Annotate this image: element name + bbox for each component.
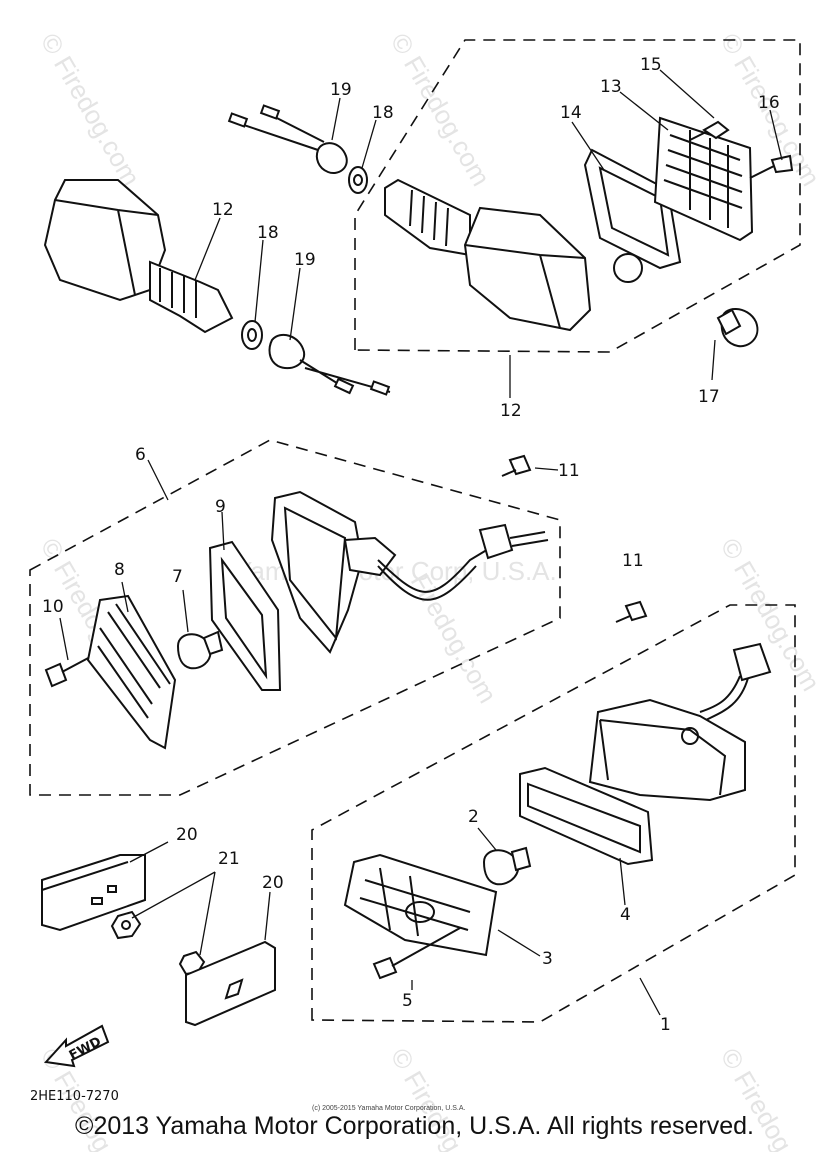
connector-right xyxy=(732,642,772,682)
callout-17: 17 xyxy=(698,387,720,407)
flasher-lens-8 xyxy=(86,594,177,750)
lens-13-texture xyxy=(663,130,743,228)
grommet-19-lower xyxy=(268,333,306,370)
bulb-7 xyxy=(176,633,212,670)
callout-19b: 19 xyxy=(294,250,316,270)
callout-21: 21 xyxy=(218,849,240,869)
callout-10: 10 xyxy=(42,597,64,617)
washer-18-upper xyxy=(348,166,368,194)
screw-16 xyxy=(770,154,794,174)
callout-19a: 19 xyxy=(330,80,352,100)
lens-gasket-4 xyxy=(519,766,654,866)
reflector-parts xyxy=(41,841,276,1027)
flasher-stem-right xyxy=(384,178,471,257)
bulb-2 xyxy=(482,849,520,886)
callout-18b: 18 xyxy=(257,223,279,243)
callout-7: 7 xyxy=(172,567,183,587)
washer-18-lower xyxy=(241,320,263,350)
callout-5: 5 xyxy=(402,991,413,1011)
harness-wire-left xyxy=(377,547,491,601)
screw-10 xyxy=(44,662,68,688)
callout-4: 4 xyxy=(620,905,631,925)
callout-15: 15 xyxy=(640,55,662,75)
flasher-housing-body-right xyxy=(588,698,746,802)
callout-16: 16 xyxy=(758,93,780,113)
nut-21-a xyxy=(110,910,142,940)
footer-copyright: ©2013 Yamaha Motor Corporation, U.S.A. A… xyxy=(75,1112,754,1140)
bulb-socket-left xyxy=(343,536,397,577)
callout-3: 3 xyxy=(542,949,553,969)
flasher-lens-3 xyxy=(343,853,498,957)
assembly-6-boundary xyxy=(29,439,561,796)
callout-20a: 20 xyxy=(176,825,198,845)
lens-gasket-9 xyxy=(208,540,282,691)
watermark-top-left: © Firedog.com xyxy=(35,28,146,191)
callout-2: 2 xyxy=(468,807,479,827)
harness-wire-right xyxy=(699,675,749,721)
reflector-20-right xyxy=(185,940,276,1027)
callout-labels: 19 18 14 13 15 16 12 18 19 12 17 6 11 9 … xyxy=(42,55,780,1035)
rear-flasher-assembly-left xyxy=(29,439,561,796)
callout-12b: 12 xyxy=(500,401,522,421)
reflector-20-left xyxy=(41,854,146,932)
callout-11b: 11 xyxy=(622,551,644,571)
front-flasher-assembly xyxy=(43,39,801,398)
callout-13: 13 xyxy=(600,77,622,97)
grommet-19-upper xyxy=(315,142,348,174)
callout-11a: 11 xyxy=(558,461,580,481)
flasher-housing-body-left xyxy=(270,490,364,654)
small-copyright: (c) 2005-2015 Yamaha Motor Corporation, … xyxy=(312,1105,465,1112)
rear-flasher-assembly-right xyxy=(311,600,796,1023)
flasher-housing-left xyxy=(43,179,167,302)
screw-15 xyxy=(702,120,730,140)
assembly-1-boundary xyxy=(311,604,796,1023)
flasher-stem-left xyxy=(149,260,234,334)
wire-lead-upper xyxy=(234,111,325,151)
callout-12a: 12 xyxy=(212,200,234,220)
callout-18a: 18 xyxy=(372,103,394,123)
callout-9: 9 xyxy=(215,497,226,517)
callout-6: 6 xyxy=(135,445,146,465)
connector-left xyxy=(478,523,514,560)
bulb-inner xyxy=(613,253,643,283)
callout-8: 8 xyxy=(114,560,125,580)
callout-20b: 20 xyxy=(262,873,284,893)
callout-1: 1 xyxy=(660,1015,671,1035)
callout-14: 14 xyxy=(560,103,582,123)
flasher-housing-right xyxy=(463,206,592,332)
watermark-top-center: © Firedog.com xyxy=(385,28,496,191)
screw-11-lower xyxy=(624,600,648,622)
diagram-code: 2HE110-7270 xyxy=(30,1089,119,1104)
screw-5 xyxy=(372,956,398,980)
